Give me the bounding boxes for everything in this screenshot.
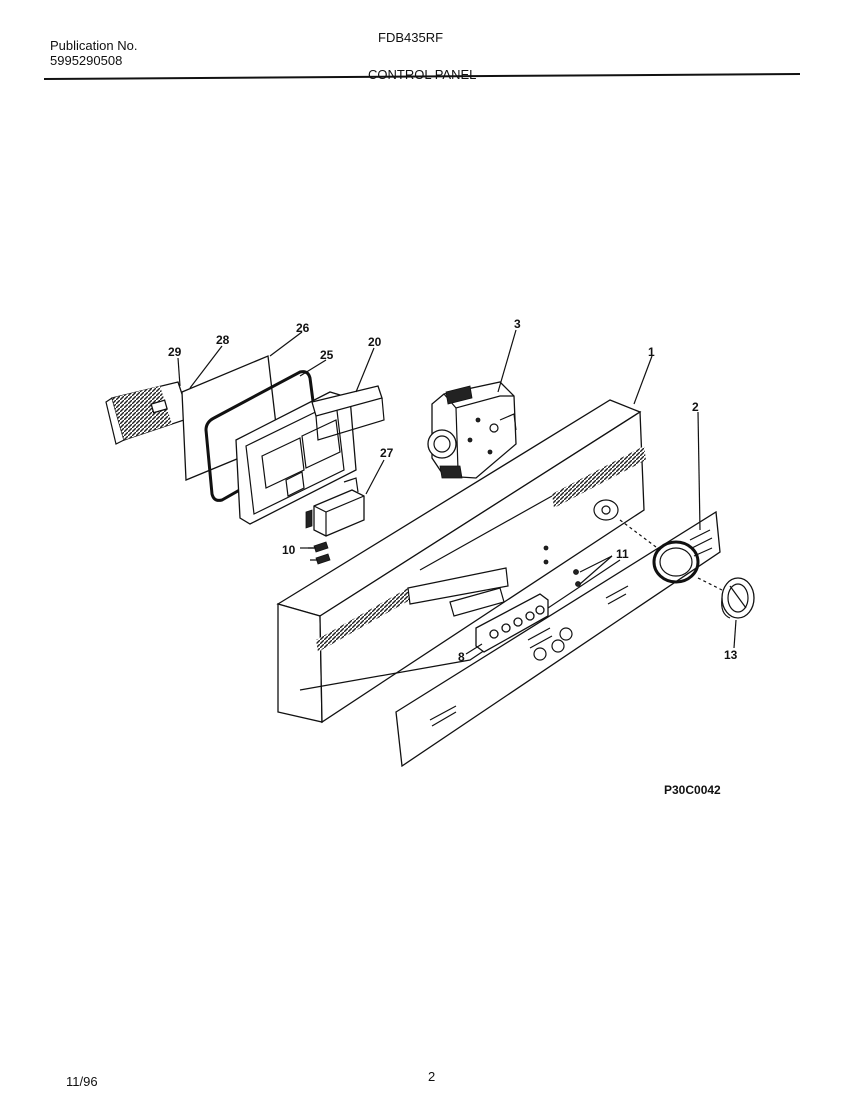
callout-26: 26 — [296, 321, 310, 335]
callout-28: 28 — [216, 333, 230, 347]
callout-29: 29 — [168, 345, 182, 359]
callout-20: 20 — [368, 335, 382, 349]
page-number: 2 — [428, 1069, 436, 1084]
callout-25: 25 — [320, 348, 334, 362]
callout-8: 8 — [458, 650, 465, 664]
callout-2: 2 — [692, 400, 699, 414]
callout-27: 27 — [380, 446, 394, 460]
part-29-button-strip — [105, 381, 191, 445]
footer-date: 11/96 — [66, 1074, 98, 1089]
part-2-overlay-decal — [395, 510, 721, 768]
callout-13: 13 — [724, 648, 738, 662]
part-13-knob — [721, 577, 755, 619]
part-10-screws — [308, 541, 331, 565]
part-8-button-bank — [475, 593, 549, 653]
callout-1: 1 — [648, 345, 655, 359]
section-title: CONTROL PANEL — [368, 67, 477, 82]
model-number: FDB435RF — [378, 30, 444, 45]
callout-3: 3 — [514, 317, 521, 331]
leader-lines — [177, 329, 737, 655]
publication-label: Publication No. — [50, 38, 138, 53]
part-1-console — [276, 399, 646, 724]
part-3-timer — [427, 381, 517, 479]
publication-number: 5995290508 — [50, 53, 123, 68]
figure-code: P30C0042 — [664, 783, 721, 797]
callout-11: 11 — [616, 547, 629, 561]
part-27-switch-block — [305, 477, 365, 537]
callout-10: 10 — [282, 543, 296, 557]
dispenser-housing — [235, 391, 357, 525]
